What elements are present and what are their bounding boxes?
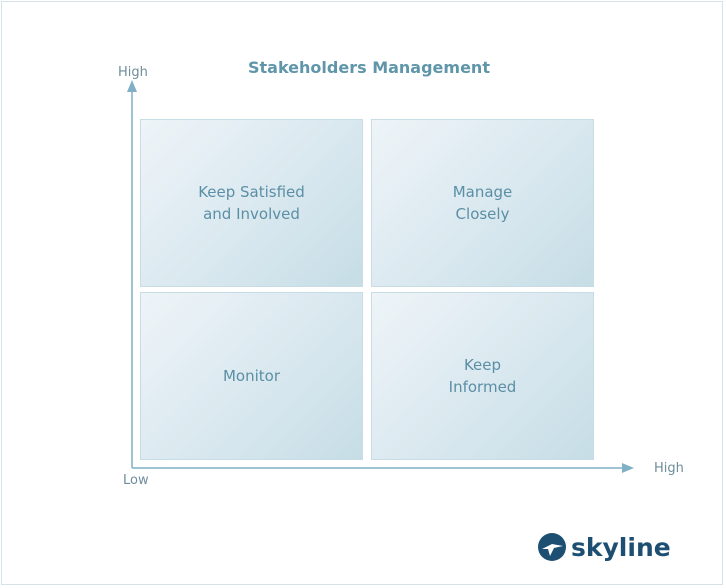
x-axis-high-label: High bbox=[654, 461, 684, 476]
skyline-logo-icon bbox=[538, 533, 566, 561]
y-axis-low-label: Low bbox=[123, 473, 149, 488]
diagram-title: Stakeholders Management bbox=[248, 58, 490, 77]
quadrant-keep-informed: Keep Informed bbox=[371, 292, 594, 460]
y-axis-high-label: High bbox=[118, 65, 148, 80]
x-axis-arrow bbox=[622, 463, 634, 473]
quadrant-keep-satisfied: Keep Satisfied and Involved bbox=[140, 119, 363, 287]
quadrant-label: Keep Informed bbox=[448, 356, 517, 396]
quadrant-manage-closely: Manage Closely bbox=[371, 119, 594, 287]
quadrant-label: Monitor bbox=[222, 367, 281, 385]
y-axis-arrow bbox=[127, 80, 137, 92]
brand-logo: skyline bbox=[537, 532, 671, 562]
quadrant-label: Keep Satisfied and Involved bbox=[198, 183, 305, 223]
brand-name: skyline bbox=[571, 532, 671, 562]
quadrant-label: Manage Closely bbox=[452, 183, 513, 223]
quadrant-monitor: Monitor bbox=[140, 292, 363, 460]
